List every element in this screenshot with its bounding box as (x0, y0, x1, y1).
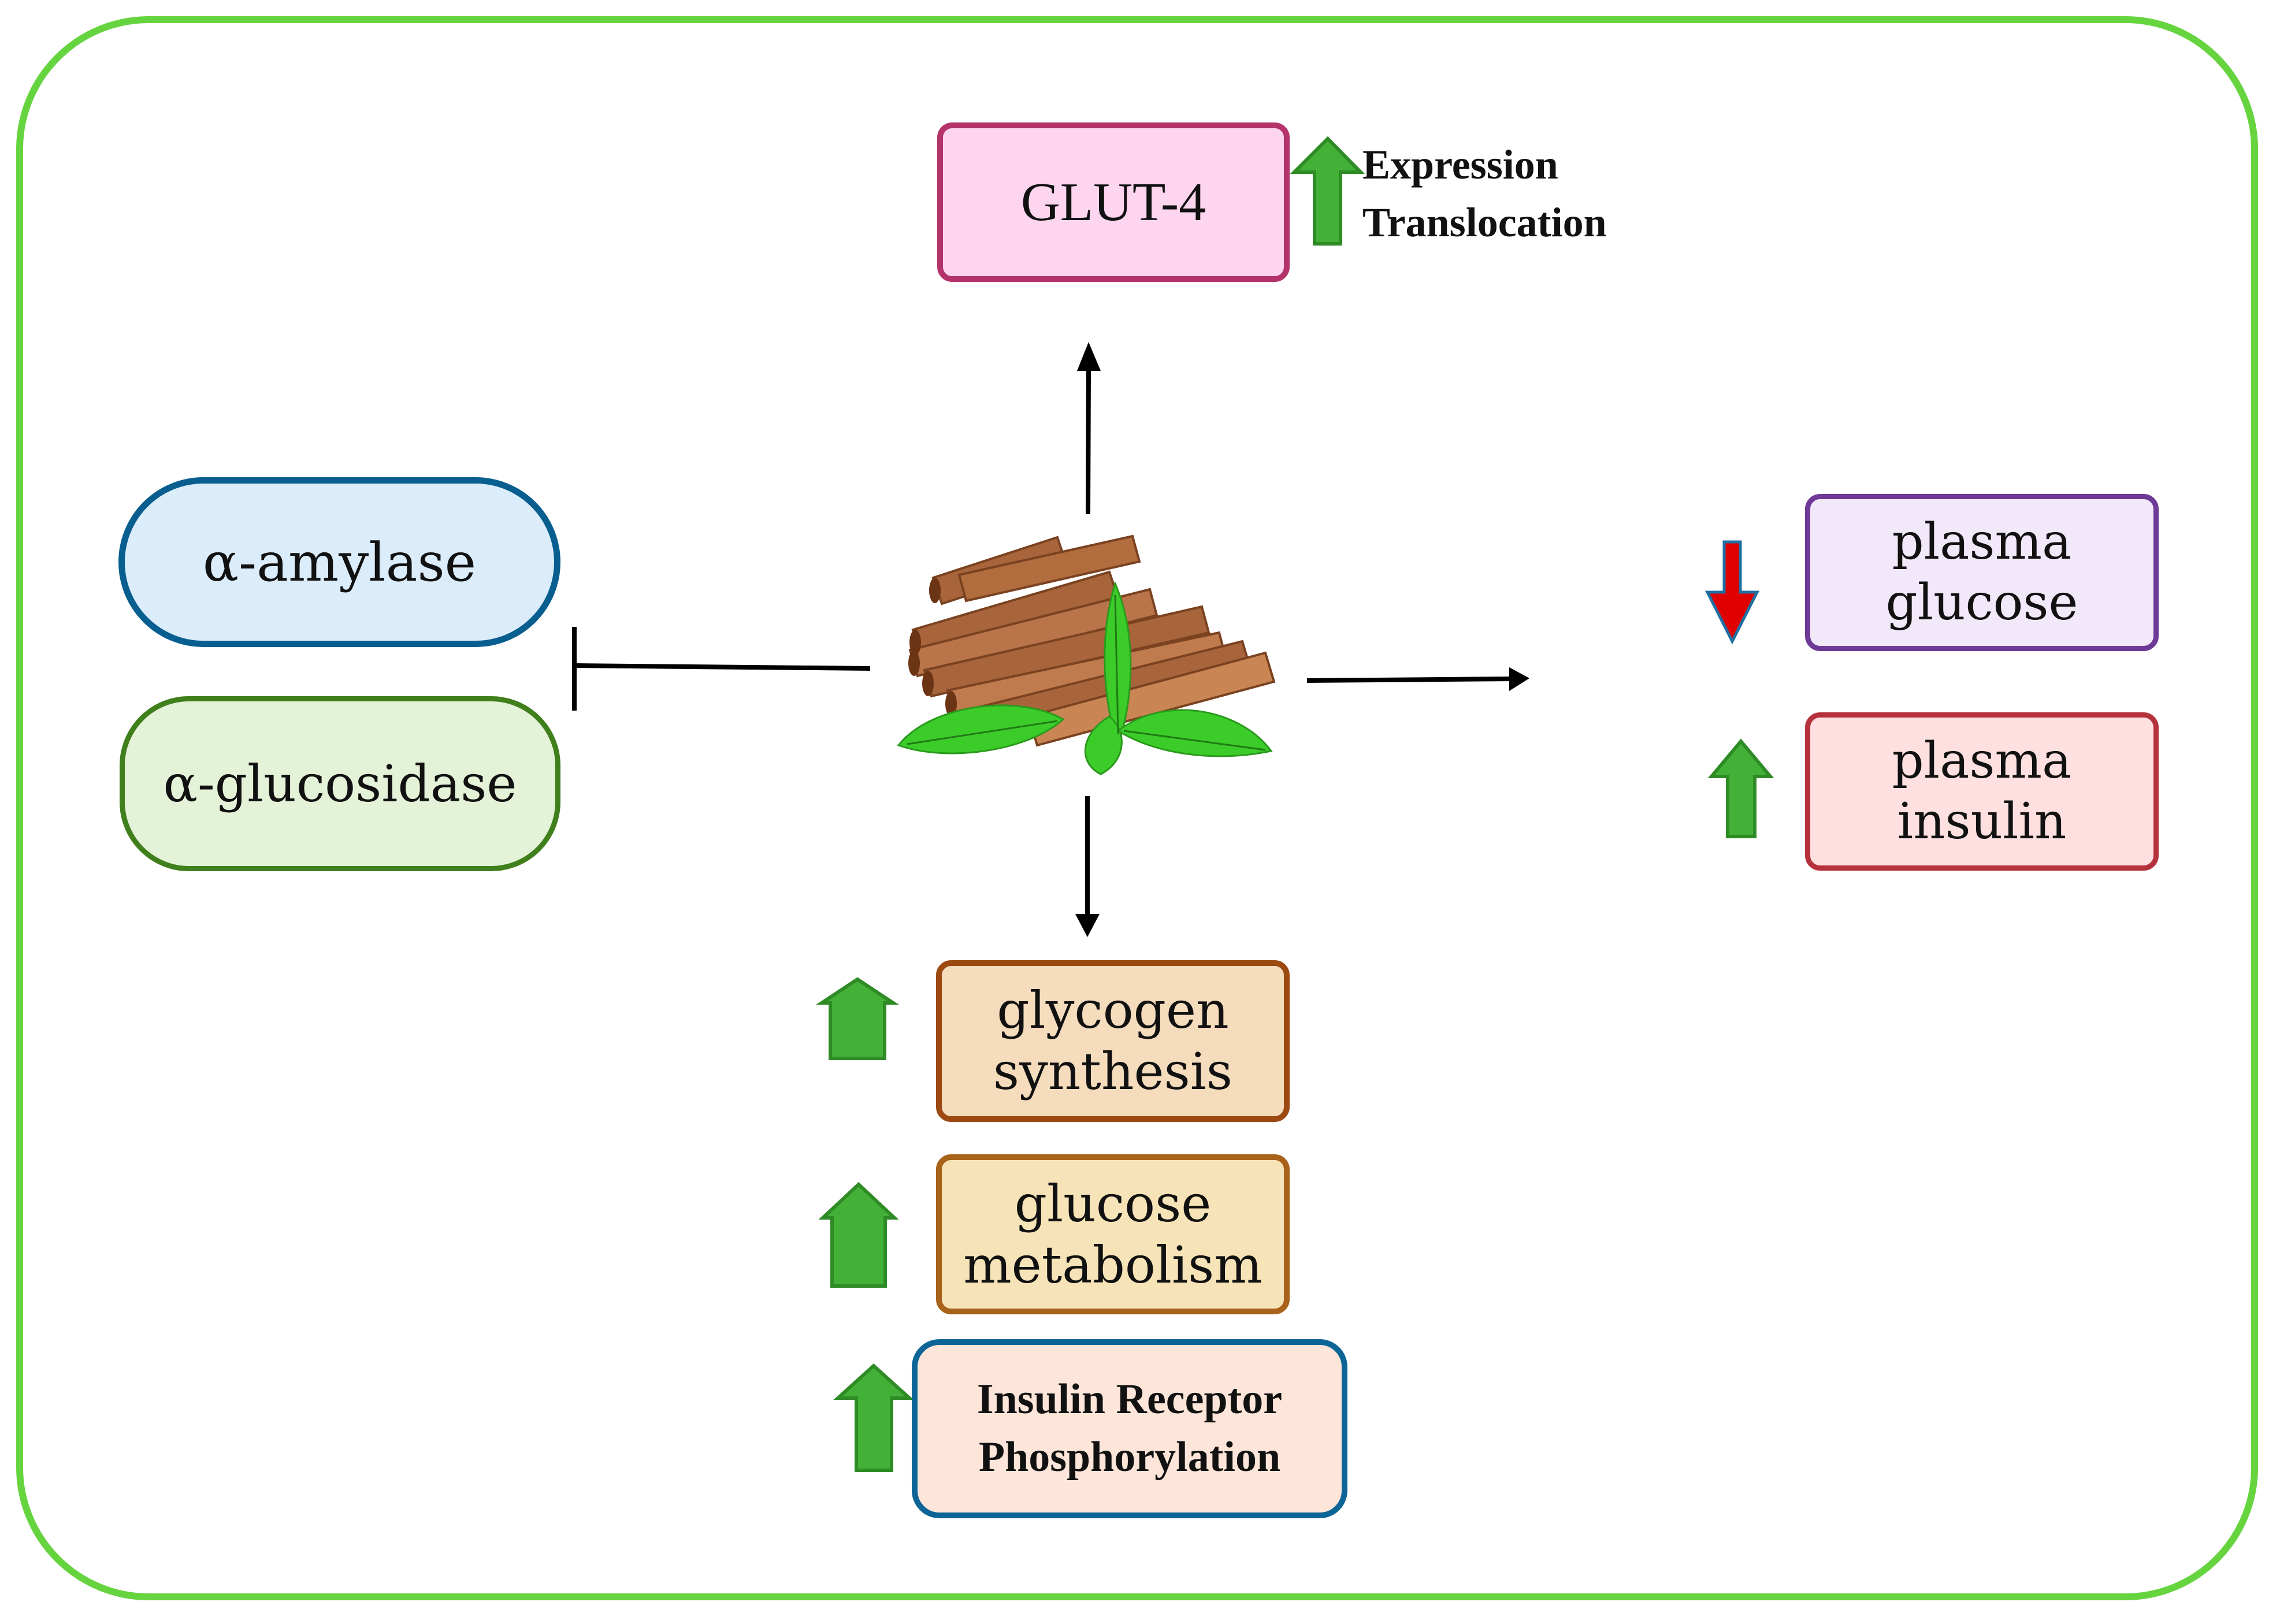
glut4-increase-arrow-icon (1290, 136, 1365, 246)
alpha-amylase-box: α-amylase (118, 477, 560, 647)
glycogen-synthesis-line-1: glycogen (997, 980, 1229, 1040)
glut4-box: GLUT-4 (937, 122, 1290, 282)
plasma-glucose-decrease-arrow-icon (1705, 540, 1760, 645)
glut4-effect-expression: Expression (1362, 142, 1558, 188)
plasma-insulin-line-1: plasma (1892, 732, 2072, 790)
plasma-insulin-line-2: insulin (1897, 793, 2067, 850)
outer-frame (16, 16, 2258, 1600)
plasma-insulin-increase-arrow-icon (1707, 738, 1774, 838)
alpha-glucosidase-box: α-glucosidase (120, 696, 560, 871)
glucose-metabolism-line-2: metabolism (963, 1235, 1262, 1295)
glucose-metabolism-line-1: glucose (1014, 1173, 1212, 1233)
glycogen-synthesis-line-2: synthesis (993, 1042, 1233, 1101)
plasma-insulin-box: plasma insulin (1805, 712, 2159, 871)
glucose-metabolism-box: glucose metabolism (936, 1154, 1290, 1314)
connector-right-arrow (1306, 667, 1529, 691)
glut4-label: GLUT-4 (1020, 172, 1206, 232)
insulin-receptor-increase-arrow-icon (833, 1363, 914, 1472)
connector-inhibition (572, 627, 871, 711)
cinnamon-sticks-with-leaves-icon (897, 534, 1276, 775)
glut4-effect-text: Expression Translocation (1362, 136, 1607, 251)
glycogen-increase-arrow-icon (816, 977, 899, 1060)
glucose-metabolism-increase-arrow-icon (818, 1181, 899, 1288)
alpha-amylase-label: α-amylase (202, 531, 477, 593)
alpha-glucosidase-label: α-glucosidase (163, 754, 517, 813)
plasma-glucose-box: plasma glucose (1805, 494, 2159, 651)
plasma-glucose-line-1: plasma (1892, 513, 2072, 571)
insulin-receptor-line-1: Insulin Receptor (976, 1376, 1283, 1424)
insulin-receptor-line-2: Phosphorylation (978, 1433, 1281, 1481)
connector-down-arrow (1075, 796, 1100, 937)
insulin-receptor-phosphorylation-box: Insulin Receptor Phosphorylation (912, 1339, 1347, 1518)
connector-up-arrow (1077, 342, 1101, 515)
glut4-effect-translocation: Translocation (1362, 199, 1607, 246)
glycogen-synthesis-box: glycogen synthesis (936, 960, 1290, 1122)
plasma-glucose-line-2: glucose (1885, 574, 2078, 631)
